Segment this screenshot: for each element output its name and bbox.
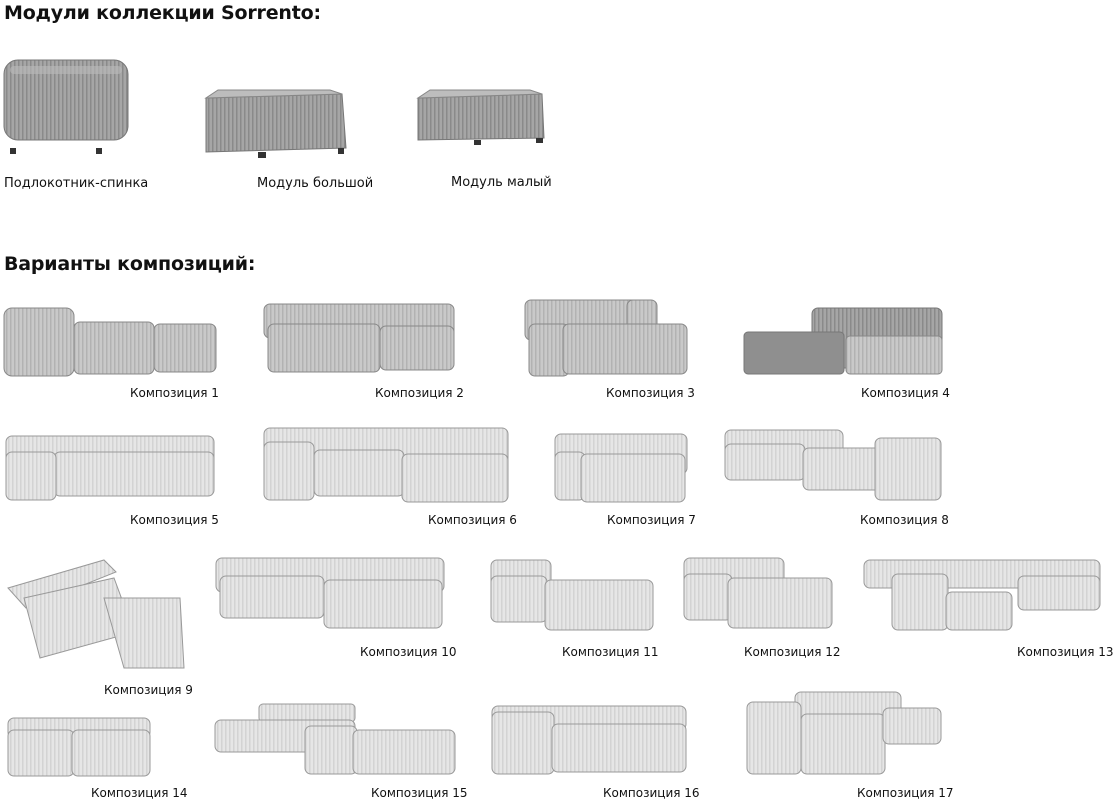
composition-1-image — [2, 306, 218, 382]
composition-13-image — [862, 556, 1104, 636]
composition-6-image — [262, 426, 512, 506]
module-label: Модуль малый — [451, 175, 552, 190]
composition-7-image — [553, 432, 689, 506]
composition-2-image — [262, 298, 458, 378]
composition-label: Композиция 6 — [428, 513, 517, 527]
composition-8-image — [723, 428, 945, 504]
composition-label: Композиция 8 — [860, 513, 949, 527]
composition-label: Композиция 7 — [607, 513, 696, 527]
composition-label: Композиция 15 — [371, 786, 468, 800]
composition-label: Композиция 12 — [744, 645, 841, 659]
composition-label: Композиция 4 — [861, 386, 950, 400]
composition-4-image — [742, 306, 946, 378]
composition-17-image — [745, 690, 945, 780]
composition-label: Композиция 16 — [603, 786, 700, 800]
composition-9-image — [4, 558, 188, 672]
large-module-icon — [200, 88, 350, 163]
module-label: Подлокотник-спинка — [4, 176, 149, 191]
small-module-icon — [414, 88, 549, 153]
composition-label: Композиция 5 — [130, 513, 219, 527]
composition-3-image — [523, 298, 691, 380]
module-label: Модуль большой — [257, 176, 374, 191]
variants-heading: Варианты композиций: — [4, 253, 256, 275]
composition-label: Композиция 9 — [104, 683, 193, 697]
composition-label: Композиция 3 — [606, 386, 695, 400]
composition-label: Композиция 1 — [130, 386, 219, 400]
armrest-back-module-icon — [2, 58, 130, 158]
composition-14-image — [6, 716, 154, 780]
composition-12-image — [682, 556, 836, 632]
composition-label: Композиция 17 — [857, 786, 954, 800]
composition-16-image — [490, 704, 690, 776]
composition-15-image — [213, 702, 459, 778]
composition-label: Композиция 11 — [562, 645, 659, 659]
modules-heading: Модули коллекции Sorrento: — [4, 2, 321, 24]
composition-5-image — [4, 428, 218, 506]
composition-label: Композиция 14 — [91, 786, 188, 800]
composition-11-image — [489, 558, 657, 634]
composition-label: Композиция 10 — [360, 645, 457, 659]
composition-label: Композиция 13 — [1017, 645, 1114, 659]
composition-10-image — [214, 556, 448, 632]
composition-label: Композиция 2 — [375, 386, 464, 400]
